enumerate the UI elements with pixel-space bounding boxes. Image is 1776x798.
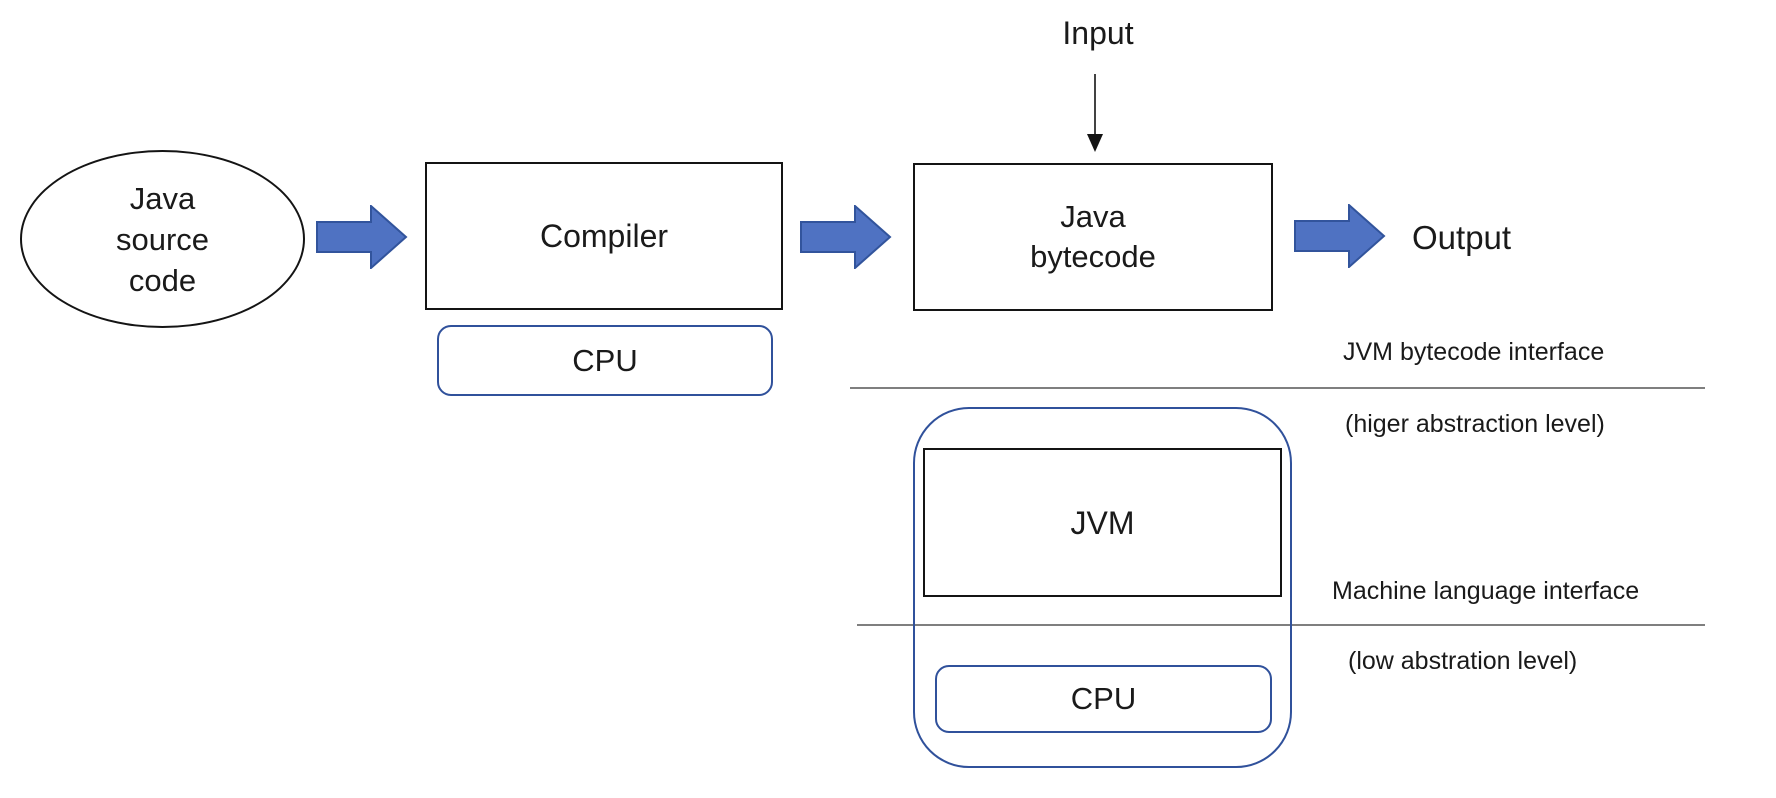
machine-language-interface-label: Machine language interface [1332,577,1640,605]
java-source-line-1: Java [129,180,196,216]
low-abstraction-level-label: (low abstration level) [1348,647,1578,675]
java-bytecode-node: Java bytecode [913,163,1273,311]
machine-language-interface-line [857,624,1705,626]
java-source-line-2: source [115,221,210,257]
flow-arrow-compiler-to-bytecode [800,205,892,269]
cpu-compiler-node: CPU [437,325,773,396]
flow-arrow-bytecode-to-output [1294,204,1386,268]
cpu-compiler-label: CPU [572,342,638,378]
jvm-bytecode-interface-line [850,387,1705,389]
compiler-node: Compiler [425,162,783,310]
java-source-code-node: Java source code [20,150,305,328]
jvm-label: JVM [1070,504,1135,541]
java-bytecode-line-1: Java [1060,199,1126,234]
java-source-line-3: code [128,262,197,298]
compiler-label: Compiler [539,218,669,254]
jvm-cpu-container [913,407,1292,768]
cpu-jvm-label: CPU [1070,681,1137,716]
jvm-bytecode-interface-label: JVM bytecode interface [1343,338,1605,366]
flow-arrow-source-to-compiler [316,205,408,269]
higher-abstraction-level-label: (higer abstraction level) [1345,410,1605,438]
input-arrow [1087,74,1103,152]
input-label: Input [1062,15,1134,51]
jvm-node: JVM [923,448,1282,597]
cpu-jvm-node: CPU [935,665,1272,733]
output-label: Output [1412,219,1512,256]
java-bytecode-line-2: bytecode [1030,239,1156,274]
